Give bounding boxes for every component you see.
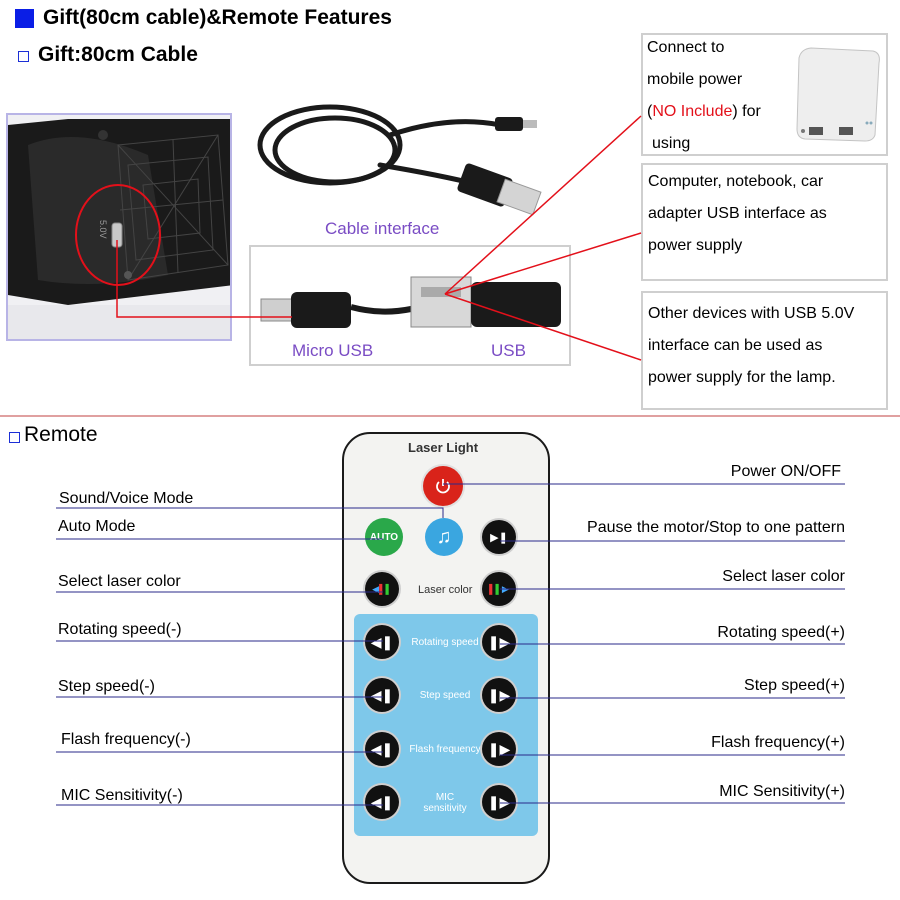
pause-button[interactable]: ▶❚ (482, 520, 516, 554)
info-box-other-devices: Other devices with USB 5.0V interface ca… (641, 291, 888, 410)
usb-label: USB (491, 341, 526, 360)
box1-line4: using (652, 135, 691, 152)
label-step-speed-plus: Step speed(+) (744, 677, 845, 694)
box1-line2: mobile power (647, 71, 743, 88)
cable-interface-label: Cable interface (325, 219, 440, 238)
rotating-speed-inner-label: Rotating speed (411, 637, 479, 648)
plus-icon: ❚▶ (487, 633, 511, 650)
title-square-icon (15, 9, 34, 28)
remote-brand: Laser Light (408, 440, 479, 455)
box3-line3: power supply for the lamp. (648, 369, 836, 386)
power-icon (436, 479, 450, 494)
label-select-laser-color-right: Select laser color (722, 568, 845, 585)
music-note-icon: ♫ (436, 525, 452, 548)
lamp-port-photo: 5.0V (6, 113, 232, 341)
auto-button[interactable]: AUTO (365, 518, 403, 556)
label-sound-voice-mode: Sound/Voice Mode (59, 490, 194, 507)
label-auto-mode: Auto Mode (58, 518, 136, 535)
step-speed-plus-button[interactable]: ❚▶ (482, 678, 516, 712)
label-power-on-off: Power ON/OFF (730, 463, 841, 480)
info-box-mobile-power: Connect to mobile power (NO Include) for… (641, 33, 888, 156)
mic-sensitivity-inner-label: MIC sensitivity (423, 792, 467, 814)
rotating-speed-plus-button[interactable]: ❚▶ (482, 625, 516, 659)
box3-line1: Other devices with USB 5.0V (648, 305, 855, 322)
connector-box (249, 245, 571, 366)
step-speed-inner-label: Step speed (419, 690, 471, 701)
label-flash-frequency-minus: Flash frequency(-) (61, 731, 191, 748)
mic-sensitivity-minus-button[interactable]: ◀❚ (365, 785, 399, 819)
flash-frequency-plus-button[interactable]: ❚▶ (482, 732, 516, 766)
label-mic-sensitivity-plus: MIC Sensitivity(+) (719, 783, 845, 800)
cable-coil-photo (240, 95, 560, 235)
laser-color-left-button[interactable]: ◀▌▌ (365, 572, 399, 606)
label-rotating-speed-minus: Rotating speed(-) (58, 621, 182, 638)
box2-line1: Computer, notebook, car (648, 173, 824, 190)
page-title: Gift(80cm cable)&Remote Features (43, 6, 392, 29)
label-flash-frequency-plus: Flash frequency(+) (711, 734, 845, 751)
label-rotating-speed-plus: Rotating speed(+) (717, 624, 845, 641)
info-box-computer: Computer, notebook, car adapter USB inte… (641, 163, 888, 281)
plus-icon: ❚▶ (487, 740, 511, 757)
flash-frequency-inner-label: Flash frequency (409, 744, 481, 755)
power-button[interactable] (423, 466, 463, 506)
port-engraving: 5.0V (98, 220, 108, 239)
subtitle-square-icon (18, 51, 29, 62)
box2-line2: adapter USB interface as (648, 205, 827, 222)
box3-line2: interface can be used as (648, 337, 823, 354)
plus-icon: ❚▶ (487, 793, 511, 810)
rgb-left-icon: ◀▌▌ (372, 583, 392, 594)
pointer-lines (0, 115, 900, 417)
label-pause-motor: Pause the motor/Stop to one pattern (587, 519, 845, 536)
minus-icon: ◀❚ (370, 686, 394, 703)
no-include-text: NO Include (652, 103, 733, 120)
box1-line1: Connect to (647, 39, 725, 56)
sound-mode-button[interactable]: ♫ (425, 518, 463, 556)
power-bank-photo (793, 43, 883, 145)
step-speed-minus-button[interactable]: ◀❚ (365, 678, 399, 712)
label-select-laser-color-left: Select laser color (58, 573, 181, 590)
flash-frequency-minus-button[interactable]: ◀❚ (365, 732, 399, 766)
remote-title: Remote (24, 423, 98, 446)
lamp-illustration: 5.0V (8, 115, 230, 339)
mic-sensitivity-plus-button[interactable]: ❚▶ (482, 785, 516, 819)
box1-line3: (NO Include) for (647, 103, 761, 120)
section-subtitle: Gift:80cm Cable (38, 43, 198, 66)
laser-color-inner-label: Laser color (418, 584, 473, 596)
label-mic-sensitivity-minus: MIC Sensitivity(-) (61, 787, 183, 804)
micro-usb-label: Micro USB (292, 341, 374, 360)
label-step-speed-minus: Step speed(-) (58, 678, 155, 695)
remote-square-icon (9, 432, 20, 443)
box2-line3: power supply (648, 237, 743, 254)
